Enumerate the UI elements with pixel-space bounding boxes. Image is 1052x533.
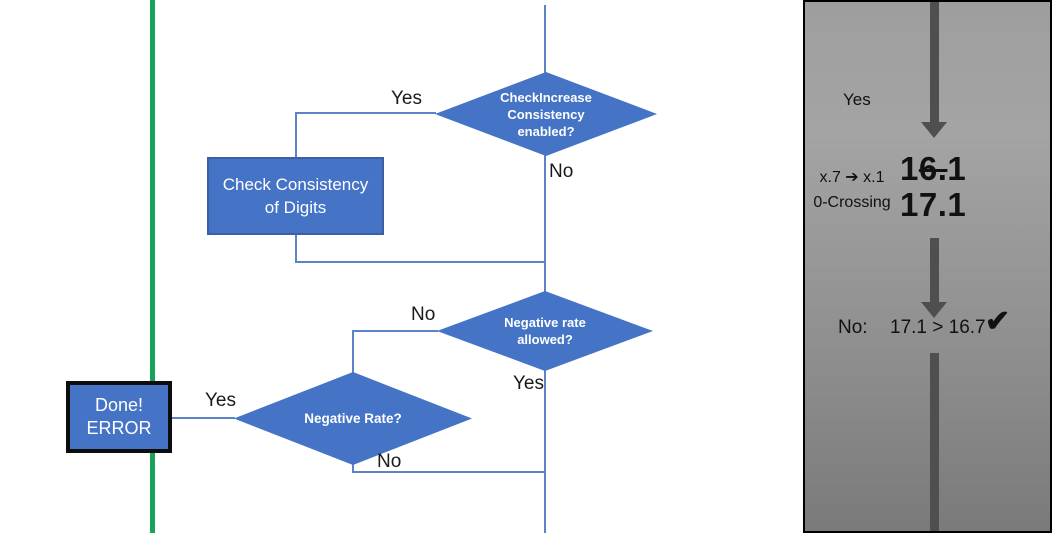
process-text-line: of Digits <box>264 198 327 217</box>
green-divider-line <box>150 0 155 533</box>
branch-label-no-top: No <box>549 161 574 182</box>
panel-yes-label: Yes <box>843 90 871 109</box>
decision-text-line: allowed? <box>517 332 573 347</box>
decision-text-line: Negative Rate? <box>304 411 402 426</box>
terminator-text-line: ERROR <box>86 418 152 438</box>
zero-crossing-note: x.7 ➔ x.1 0-Crossing <box>805 165 899 215</box>
branch-label-yes-done: Yes <box>205 390 236 411</box>
down-arrow-shaft-middle <box>930 238 939 302</box>
connector-main-vertical <box>544 5 546 533</box>
connector-box-down-vertical <box>295 235 297 263</box>
decision-check-increase-consistency: CheckIncrease Consistency enabled? <box>435 72 657 156</box>
decision-negative-rate-allowed: Negative rate allowed? <box>437 291 653 371</box>
branch-label-no-mid: No <box>411 304 436 325</box>
terminator-done-error: Done! ERROR <box>66 381 172 453</box>
comparison-text: 17.1 > 16.7 <box>890 317 986 338</box>
down-arrow-shaft-top <box>930 2 939 122</box>
connector-yes-top-horizontal <box>295 112 436 114</box>
value-correction: 16.1 17.1 <box>900 151 966 223</box>
decision-negative-rate: Negative Rate? <box>234 372 472 465</box>
connector-yes-top-vertical <box>295 112 297 158</box>
process-check-consistency-of-digits: Check Consistency of Digits <box>207 157 384 235</box>
process-text-line: Check Consistency <box>222 175 369 194</box>
connector-yes-done-horizontal <box>172 417 235 419</box>
branch-label-yes-top: Yes <box>391 88 422 109</box>
connector-box-return-horizontal <box>295 261 545 263</box>
connector-no-mid-horizontal <box>352 330 438 332</box>
branch-label-no-bottom: No <box>377 451 402 472</box>
new-value: 17.1 <box>900 186 967 223</box>
connector-no-mid-vertical <box>352 330 354 373</box>
struck-digits: 6. <box>918 150 948 187</box>
decision-text-line: enabled? <box>517 123 575 139</box>
terminator-text-line: Done! <box>94 395 144 415</box>
zero-crossing-note-line: 0-Crossing <box>813 194 891 211</box>
zero-crossing-note-line: x.7 ➔ x.1 <box>819 169 885 186</box>
old-value: 16.1 <box>900 150 967 187</box>
down-arrow-shaft-bottom <box>930 353 939 531</box>
decision-text-line: Consistency <box>507 106 585 122</box>
connector-no-bottom-horizontal <box>352 471 546 473</box>
panel-no-label: No: <box>838 317 868 338</box>
connector-no-bottom-vertical <box>352 464 354 473</box>
down-arrow-head-middle <box>921 302 947 318</box>
down-arrow-head-top <box>921 122 947 138</box>
checkmark-icon: ✔ <box>985 305 1011 338</box>
side-panel: Yes x.7 ➔ x.1 0-Crossing 16.1 17.1 No: 1… <box>803 0 1052 533</box>
decision-text-line: CheckIncrease <box>500 89 592 105</box>
branch-label-yes-mid: Yes <box>513 373 544 394</box>
decision-text-line: Negative rate <box>504 315 586 330</box>
